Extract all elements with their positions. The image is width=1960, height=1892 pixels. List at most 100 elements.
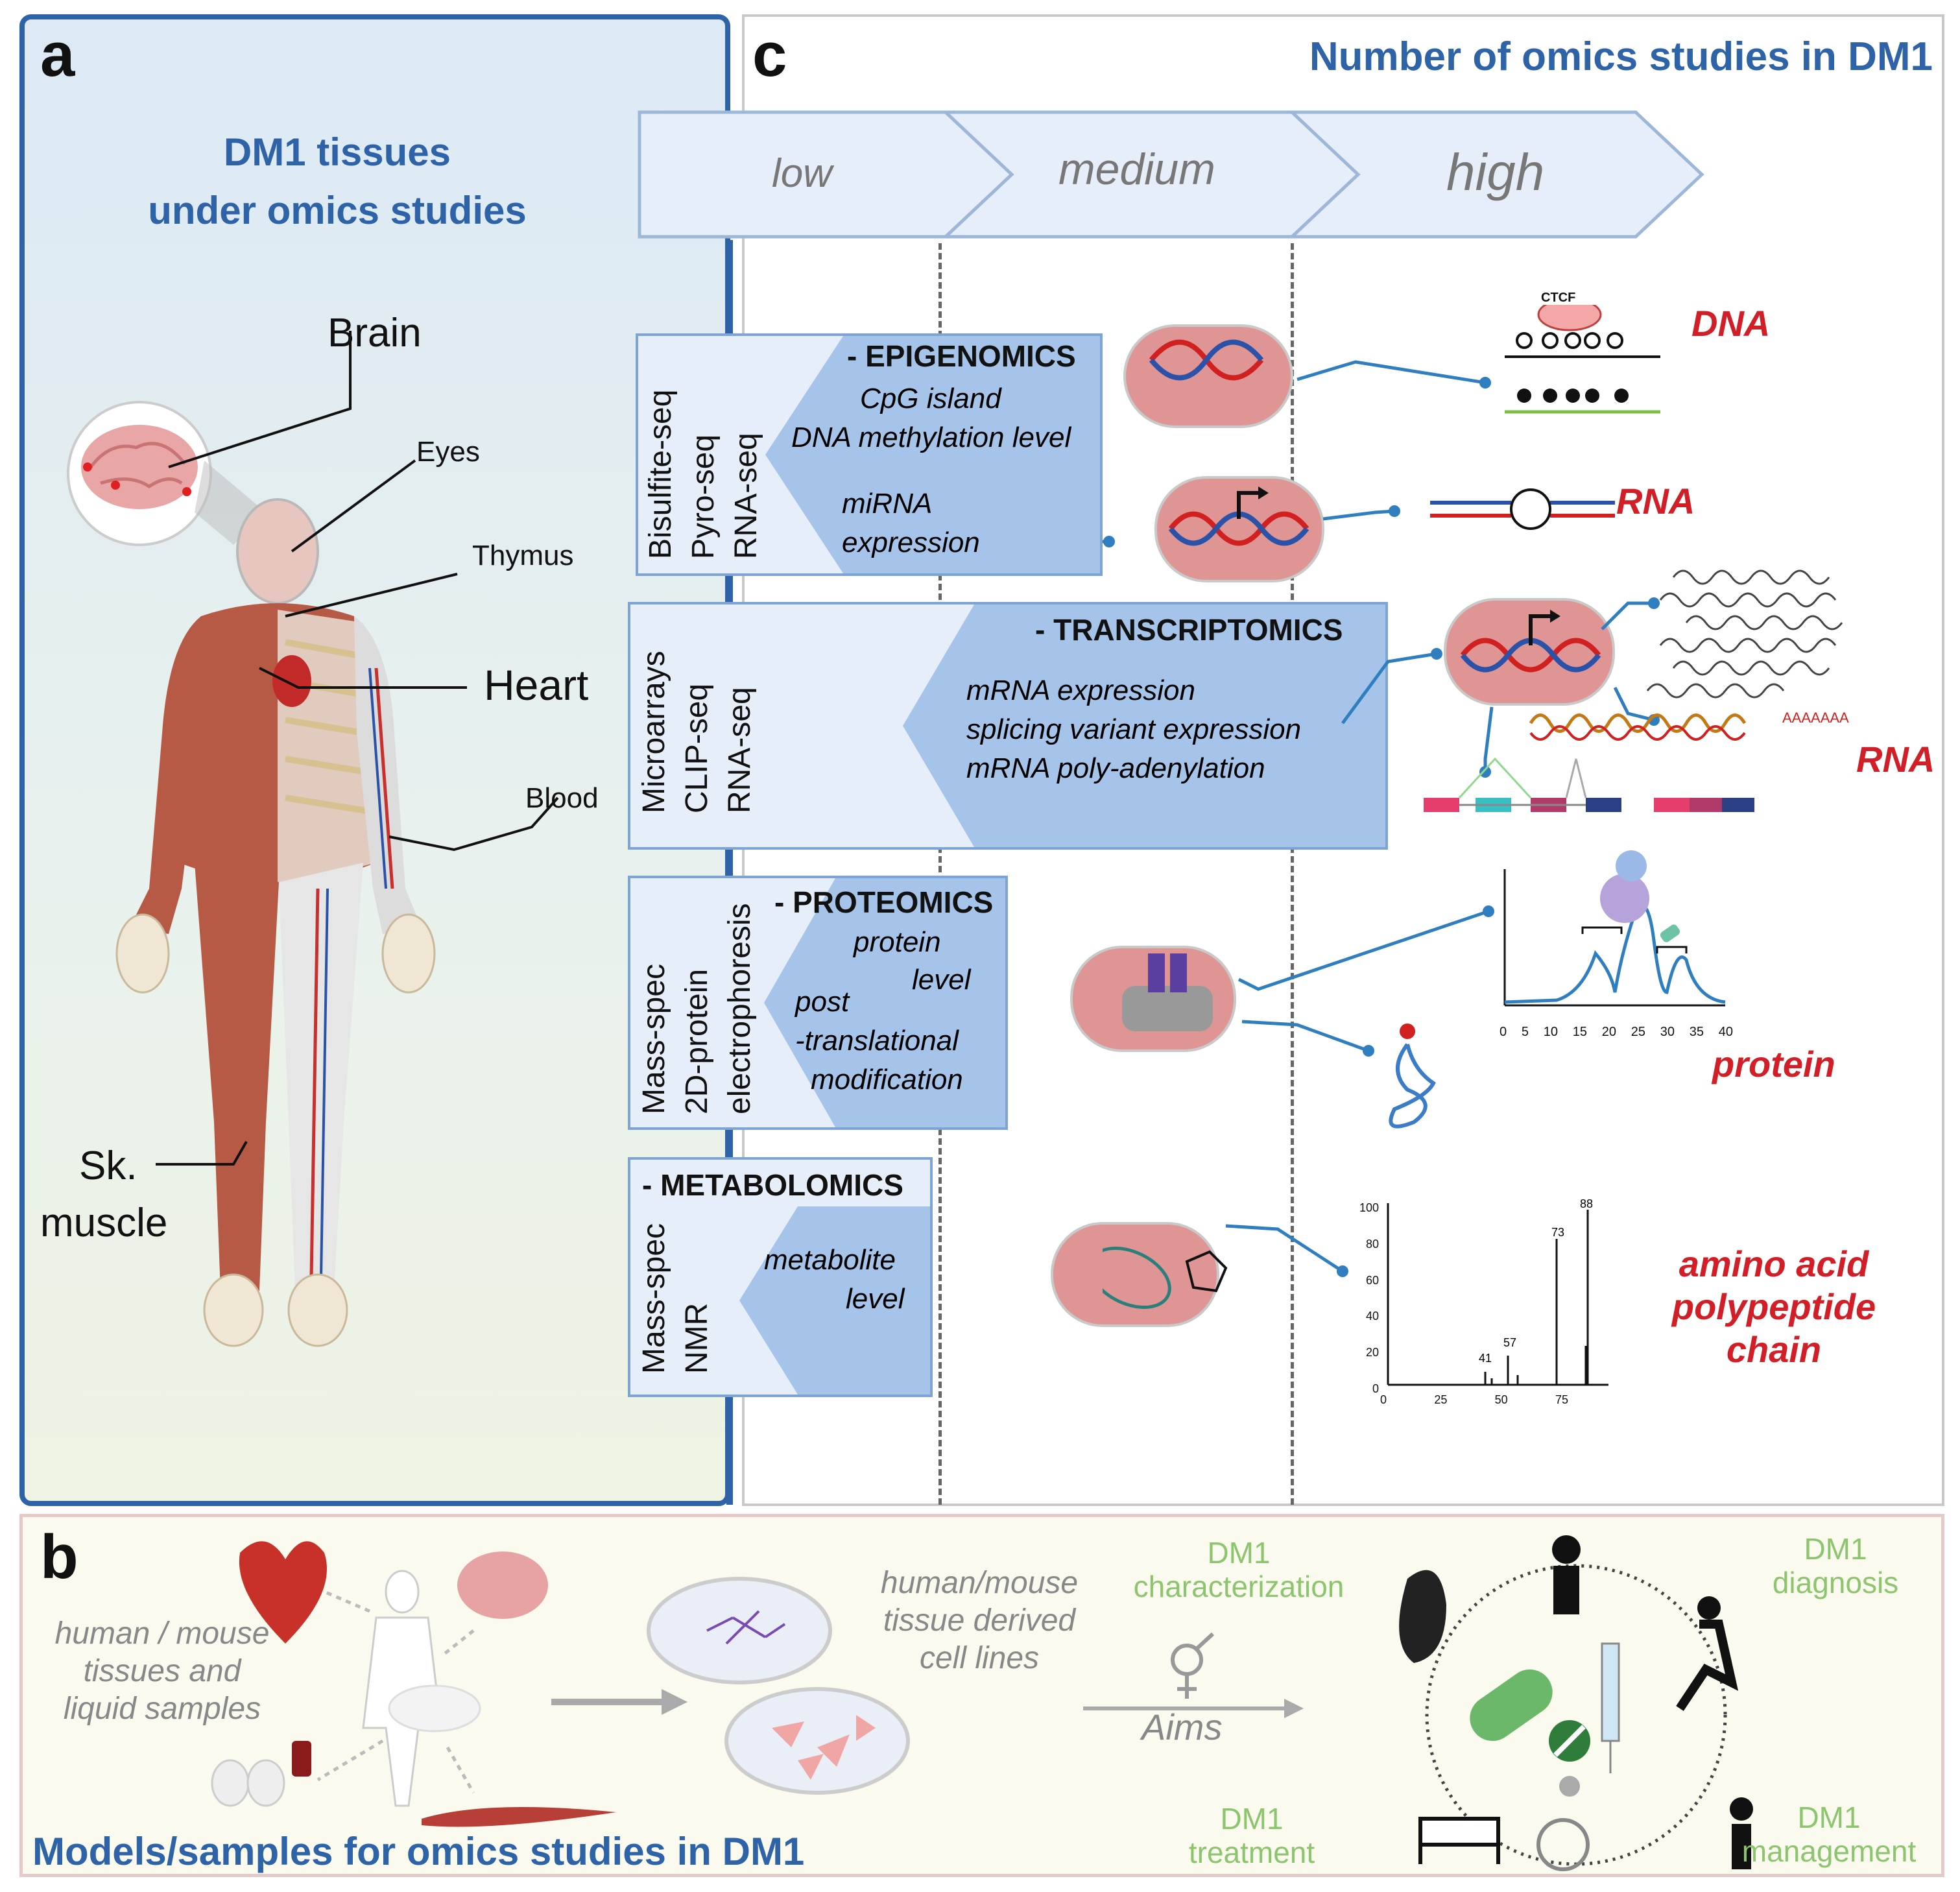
epigenomics-item-expression: expression <box>842 527 980 558</box>
label-brain: Brain <box>328 311 422 355</box>
metabolomics-method-1: Mass-spec <box>637 1223 671 1374</box>
epigenomics-title: - EPIGENOMICS <box>847 339 1076 373</box>
epigenomics-chevron <box>765 336 1100 573</box>
aim-diagnosis-line2: diagnosis <box>1772 1566 1899 1599</box>
cells-line1: human/mouse <box>880 1566 1079 1600</box>
transcriptomics-methods: Microarrays CLIP-seq RNA-seq <box>633 651 761 813</box>
aim-management: DM1 management <box>1732 1801 1926 1868</box>
proteomics-chevron <box>764 878 1005 1127</box>
polya-label: AAAAAAA <box>1782 710 1849 726</box>
aim-treatment: DM1 treatment <box>1174 1802 1330 1869</box>
samples-line2: tissues and <box>83 1654 241 1688</box>
ms-y-tick: 100 <box>1359 1201 1379 1214</box>
level-arrow <box>638 110 1704 239</box>
ms-y-tick: 0 <box>1372 1382 1379 1395</box>
epigenomics-item-cpg: CpG island <box>860 383 1001 414</box>
epigenomics-item-mirna: miRNA <box>842 488 933 520</box>
proteomics-item-protein: protein <box>854 926 941 958</box>
ms-peak-label: 88 <box>1580 1197 1594 1210</box>
divider-low-medium <box>938 243 942 1505</box>
metabolomics-methods: Mass-spec NMR <box>633 1223 719 1374</box>
epigenomics-method-2: Pyro-seq <box>686 434 721 559</box>
ms-x-tick: 50 <box>1494 1393 1508 1406</box>
aim-characterization-line1: DM1 <box>1207 1536 1271 1570</box>
dna-pill-epigenomics <box>1123 324 1293 428</box>
transcriptomics-method-1: Microarrays <box>637 651 671 813</box>
output-aa-line2: polypeptide <box>1671 1286 1876 1327</box>
aim-diagnosis-line1: DM1 <box>1804 1532 1867 1566</box>
output-dna: DNA <box>1691 303 1771 344</box>
protein-x-tick: 10 <box>1543 1025 1558 1039</box>
transcriptomics-item-2: splicing variant expression <box>966 713 1302 745</box>
ms-y-tick: 80 <box>1365 1237 1379 1251</box>
protein-x-tick: 40 <box>1718 1025 1733 1039</box>
protein-x-tick: 0 <box>1500 1025 1507 1039</box>
proteomics-method-3: electrophoresis <box>723 903 757 1115</box>
epigenomics-method-3: RNA-seq <box>729 433 763 559</box>
panel-c-title: Number of omics studies in DM1 <box>1309 34 1933 79</box>
aim-characterization-line2: characterization <box>1133 1570 1345 1603</box>
metabolomics-item-metabolite: metabolite <box>764 1244 896 1276</box>
proteomics-methods: Mass-spec 2D-protein electrophoresis <box>633 904 761 1115</box>
panel-b-letter: b <box>40 1522 78 1592</box>
panel-c-letter: c <box>752 20 787 90</box>
epigenomics-item-methylation: DNA methylation level <box>791 422 1071 453</box>
label-heart: Heart <box>484 661 589 709</box>
panel-b-footer: Models/samples for omics studies in DM1 <box>32 1830 805 1873</box>
ctcf-label: CTCF <box>1541 291 1576 305</box>
human-body-illustration <box>67 331 559 1347</box>
proteomics-item-post: post <box>795 986 850 1018</box>
cells-line3: cell lines <box>919 1641 1040 1675</box>
metabolomics-item-level: level <box>846 1283 905 1315</box>
proteomics-item-level: level <box>912 964 971 996</box>
output-rna-1: RNA <box>1616 481 1695 521</box>
protein-chart-x-ticks: 0 5 10 15 20 25 30 35 40 <box>1500 1025 1733 1040</box>
metabolomics-chevron <box>739 1206 930 1395</box>
aim-management-line1: DM1 <box>1797 1801 1861 1834</box>
label-thymus: Thymus <box>472 540 574 571</box>
panel-a-title-line1: DM1 tissues <box>223 130 451 174</box>
samples-caption: human / mouse tissues and liquid samples <box>26 1615 298 1728</box>
label-blood: Blood <box>525 782 599 814</box>
ms-chart-x-ticks: 0 25 50 75 <box>1380 1393 1568 1407</box>
transcriptomics-chevron <box>903 605 1385 847</box>
aims-label: Aims <box>1141 1706 1223 1747</box>
aim-treatment-line2: treatment <box>1188 1836 1315 1869</box>
ms-chart-y-ticks: 100 80 60 40 20 0 <box>1350 1201 1379 1396</box>
ms-peak-label: 57 <box>1503 1336 1517 1349</box>
aim-treatment-line1: DM1 <box>1220 1802 1284 1836</box>
divider-medium-high <box>1291 243 1294 1505</box>
proteomics-method-1: Mass-spec <box>637 963 671 1114</box>
panel-b-graphics <box>211 1535 1753 1871</box>
output-aa-line3: chain <box>1726 1329 1822 1370</box>
metabolomics-title: - METABOLOMICS <box>642 1168 903 1202</box>
transcriptomics-title: - TRANSCRIPTOMICS <box>1035 613 1343 647</box>
output-rna-2: RNA <box>1856 739 1935 780</box>
aim-diagnosis: DM1 diagnosis <box>1771 1532 1900 1599</box>
proteomics-method-2: 2D-protein <box>680 968 714 1114</box>
label-muscle: muscle <box>40 1201 168 1245</box>
transcriptomics-method-3: RNA-seq <box>723 687 757 813</box>
ms-x-tick: 0 <box>1380 1393 1387 1406</box>
output-amino-acid: amino acid polypeptide chain <box>1634 1243 1913 1371</box>
level-low: low <box>772 151 833 196</box>
protein-x-tick: 35 <box>1689 1025 1704 1039</box>
proteomics-title: - PROTEOMICS <box>774 885 994 919</box>
level-medium: medium <box>1058 145 1215 194</box>
protein-x-tick: 5 <box>1521 1025 1529 1039</box>
metabolomics-method-2: NMR <box>680 1302 714 1374</box>
panel-b <box>19 1514 1944 1877</box>
ms-x-tick: 25 <box>1434 1393 1448 1406</box>
epigenomics-methods: Bisulfite-seq Pyro-seq RNA-seq <box>639 390 768 559</box>
aim-management-line2: management <box>1741 1834 1917 1868</box>
cells-line2: tissue derived <box>883 1603 1076 1638</box>
epigenomics-method-1: Bisulfite-seq <box>643 389 678 559</box>
panel-a-letter: a <box>40 20 75 90</box>
protein-x-tick: 15 <box>1572 1025 1587 1039</box>
panel-a-title-line2: under omics studies <box>148 189 527 232</box>
output-aa-line1: amino acid <box>1679 1243 1869 1284</box>
transcriptomics-method-2: CLIP-seq <box>680 683 714 813</box>
ms-y-tick: 60 <box>1365 1273 1379 1287</box>
output-protein: protein <box>1712 1044 1835 1084</box>
transcriptomics-item-3: mRNA poly-adenylation <box>966 752 1265 784</box>
